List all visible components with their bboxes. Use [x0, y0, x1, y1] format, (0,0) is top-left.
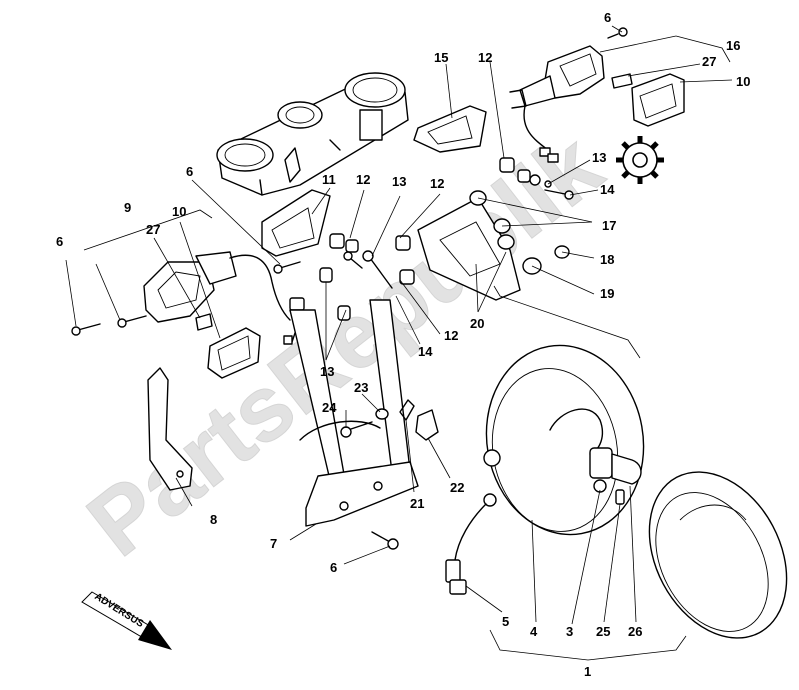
callout-c4: 4 — [530, 624, 538, 639]
callout-c14a: 14 — [600, 182, 615, 197]
fork-top-clamp — [216, 72, 409, 196]
callout-c27b: 27 — [146, 222, 160, 237]
callout-c1: 1 — [584, 664, 591, 679]
callout-c23: 23 — [354, 380, 368, 395]
leader-lines — [65, 25, 733, 661]
left-turn-signal — [143, 251, 291, 323]
direction-arrow-icon — [81, 591, 172, 650]
callout-c10a: 10 — [736, 74, 750, 89]
callout-c7: 7 — [270, 536, 277, 551]
grommet-22 — [415, 409, 439, 441]
callout-c25: 25 — [596, 624, 610, 639]
callout-c11: 11 — [322, 172, 336, 187]
gear-logo-icon — [616, 136, 664, 184]
callout-c19: 19 — [600, 286, 614, 301]
right-bulb — [611, 73, 633, 89]
bulb-holder — [589, 447, 642, 485]
washer-23 — [375, 408, 389, 420]
callout-c26: 26 — [628, 624, 642, 639]
right-signal-bracket — [413, 105, 487, 153]
screws-14-center — [343, 250, 393, 289]
callout-c14b: 14 — [418, 344, 433, 359]
callout-c6a: 6 — [604, 10, 611, 25]
callout-c20: 20 — [470, 316, 484, 331]
callout-c6c: 6 — [56, 234, 63, 249]
callout-c24: 24 — [322, 400, 337, 415]
callout-c12c: 12 — [444, 328, 458, 343]
callout-labels: 6 16 27 10 15 12 13 14 17 18 19 20 12 12… — [56, 10, 750, 679]
callout-c16: 16 — [726, 38, 740, 53]
left-signal-bracket — [261, 189, 331, 257]
callout-c6d: 6 — [330, 560, 337, 575]
callout-c18: 18 — [600, 252, 614, 267]
screw-6-lower — [371, 531, 399, 550]
right-turn-signal-lens — [631, 73, 685, 127]
callout-c6b: 6 — [186, 164, 193, 179]
callout-c10b: 10 — [172, 204, 186, 219]
bulb-25 — [615, 489, 625, 505]
parking-light-3 — [593, 479, 607, 493]
callout-c17: 17 — [602, 218, 616, 233]
left-turn-signal-lens — [207, 327, 261, 379]
callout-c13a: 13 — [592, 150, 606, 165]
headlight-shell — [483, 344, 645, 536]
screws-6-left — [71, 261, 301, 336]
headlight-lens — [648, 471, 788, 639]
callout-c27a: 27 — [702, 54, 716, 69]
callout-c8: 8 — [210, 512, 217, 527]
callout-c12a: 12 — [478, 50, 492, 65]
callout-c12d: 12 — [356, 172, 370, 187]
callout-c15: 15 — [434, 50, 448, 65]
callout-c13b: 13 — [392, 174, 406, 189]
callout-c13c: 13 — [320, 364, 334, 379]
callout-c22: 22 — [450, 480, 464, 495]
callout-c12b: 12 — [430, 176, 444, 191]
callout-c9: 9 — [124, 200, 131, 215]
screw-6-right — [607, 27, 628, 39]
clip-21 — [399, 399, 415, 421]
grommet-12-right — [499, 157, 552, 188]
callout-c5: 5 — [502, 614, 509, 629]
left-bulb — [195, 313, 213, 331]
grommets-12-center — [319, 233, 415, 321]
left-side-bracket — [147, 367, 193, 491]
callout-c3: 3 — [566, 624, 573, 639]
headlight-wire-connector — [445, 503, 487, 595]
right-turn-signal — [509, 45, 605, 163]
screw-14-right — [544, 189, 574, 200]
callout-c21: 21 — [410, 496, 424, 511]
